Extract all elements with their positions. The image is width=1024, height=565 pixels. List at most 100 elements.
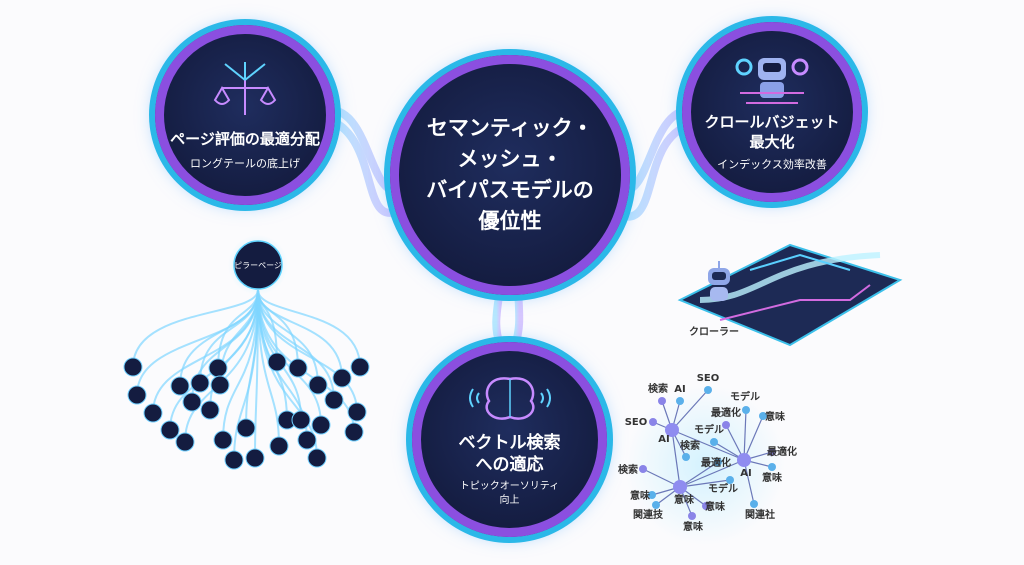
network-node bbox=[726, 476, 734, 484]
network-label: AI bbox=[674, 384, 685, 395]
network-edge bbox=[679, 461, 719, 488]
network-node bbox=[750, 500, 758, 508]
child-page-node bbox=[347, 402, 367, 422]
network-node bbox=[710, 438, 718, 446]
tree-branch bbox=[257, 289, 358, 413]
child-page-node bbox=[311, 415, 331, 435]
child-page-node bbox=[200, 400, 220, 420]
network-label: 検索 bbox=[648, 382, 668, 395]
child-page-node bbox=[236, 418, 256, 438]
network-node bbox=[768, 448, 776, 456]
tree-branch bbox=[152, 289, 259, 414]
network-hub-label: AI bbox=[740, 468, 751, 479]
child-page-node bbox=[210, 375, 230, 395]
network-label: モデル bbox=[730, 390, 760, 403]
network-hub-label: AI bbox=[658, 434, 669, 445]
network-label: SEO bbox=[625, 417, 648, 428]
card-title: ベクトル検索 bbox=[458, 433, 561, 453]
child-page-node bbox=[324, 390, 344, 410]
tree-branch bbox=[257, 289, 343, 379]
card-subtitle: 向上 bbox=[499, 495, 520, 506]
network-label: 検索 bbox=[618, 463, 638, 476]
robot-icon bbox=[708, 261, 730, 301]
network-label: 検索 bbox=[680, 439, 700, 452]
network-label: 最適化 bbox=[767, 445, 797, 458]
child-page-node bbox=[190, 373, 210, 393]
tree-branch bbox=[132, 289, 259, 368]
child-page-node bbox=[127, 385, 147, 405]
card-subtitle: トピックオーソリティ bbox=[459, 481, 560, 492]
balance-scale-arrows-icon bbox=[213, 61, 277, 115]
child-page-node bbox=[308, 375, 328, 395]
card-center-title: セマンティック・ メッシュ・ バイパスモデルの 優位性 bbox=[390, 55, 630, 295]
pillar-tree bbox=[123, 289, 370, 470]
card-subtitle: インデックス効率改善 bbox=[717, 157, 827, 171]
network-node bbox=[688, 512, 696, 520]
network-label: 意味 bbox=[683, 520, 703, 533]
child-page-node bbox=[344, 422, 364, 442]
pillar-node: ピラーページ bbox=[228, 235, 288, 295]
network-label: 意味 bbox=[630, 489, 650, 502]
network-edge bbox=[671, 389, 709, 431]
network-edge bbox=[671, 429, 745, 461]
card-page-evaluation: ページ評価の最適分配 ロングテールの底上げ bbox=[155, 25, 335, 205]
card-title: 最大化 bbox=[749, 132, 795, 151]
card-subtitle: ロングテールの底上げ bbox=[190, 156, 300, 170]
network-hub bbox=[673, 480, 687, 494]
crawler-label: クローラー bbox=[689, 326, 739, 338]
pillar-label: ピラーページ bbox=[234, 261, 282, 270]
network-node bbox=[639, 465, 647, 473]
network-edge bbox=[743, 415, 764, 461]
child-page-node bbox=[297, 430, 317, 450]
child-page-node bbox=[182, 392, 202, 412]
tree-branch bbox=[209, 289, 259, 411]
child-page-node bbox=[208, 358, 228, 378]
child-page-node bbox=[213, 430, 233, 450]
network-node bbox=[676, 397, 684, 405]
network-node bbox=[704, 386, 712, 394]
network-label: 意味 bbox=[705, 500, 725, 513]
network-edge bbox=[671, 429, 681, 488]
network-hub bbox=[737, 453, 751, 467]
network-edge bbox=[679, 479, 731, 488]
child-page-node bbox=[175, 432, 195, 452]
network-label: SEO bbox=[697, 373, 720, 384]
child-page-node bbox=[291, 410, 311, 430]
card-title: クロールバジェット bbox=[704, 112, 840, 131]
center-title-line: 優位性 bbox=[478, 209, 542, 233]
network-label: 意味 bbox=[762, 471, 782, 484]
network-node bbox=[714, 458, 722, 466]
card-crawl-budget: クロールバジェット 最大化 インデックス効率改善 bbox=[682, 22, 862, 202]
network-node bbox=[759, 412, 767, 420]
child-page-node bbox=[307, 448, 327, 468]
card-title: ページ評価の最適分配 bbox=[170, 129, 320, 148]
brain-icon bbox=[468, 377, 551, 420]
tree-branch bbox=[199, 289, 259, 384]
child-page-node bbox=[350, 357, 370, 377]
network-label: 最適化 bbox=[701, 456, 731, 469]
network-label: モデル bbox=[694, 423, 724, 436]
center-title-line: バイパスモデルの bbox=[426, 178, 594, 202]
card-title: への適応 bbox=[475, 455, 544, 475]
network-node bbox=[648, 491, 656, 499]
child-page-node bbox=[123, 357, 143, 377]
child-page-node bbox=[224, 450, 244, 470]
network-node bbox=[742, 406, 750, 414]
network-label: 意味 bbox=[765, 410, 785, 423]
card-vector-search: ベクトル検索 への適応 トピックオーソリティ 向上 bbox=[412, 342, 607, 537]
network-node bbox=[649, 418, 657, 426]
child-page-node bbox=[170, 376, 190, 396]
network-hub-label: 意味 bbox=[674, 493, 694, 506]
child-page-node bbox=[160, 420, 180, 440]
center-title-line: メッシュ・ bbox=[457, 147, 563, 171]
child-page-node bbox=[267, 352, 287, 372]
child-page-node bbox=[288, 358, 308, 378]
child-page-node bbox=[269, 436, 289, 456]
network-label: 関連社 bbox=[745, 508, 775, 521]
network-label: 関連技 bbox=[633, 508, 664, 521]
center-title-line: セマンティック・ bbox=[426, 116, 594, 140]
network-label: 最適化 bbox=[711, 406, 741, 419]
